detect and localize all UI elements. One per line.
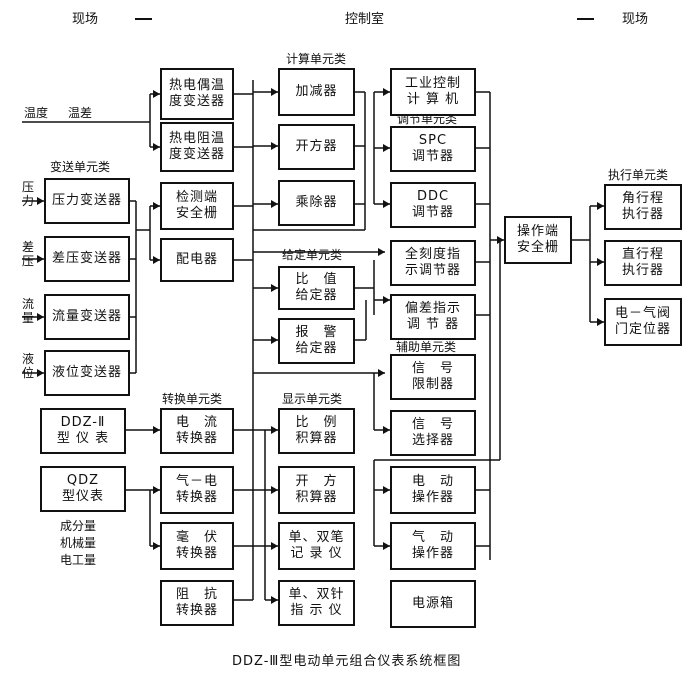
muldiv-box: 乘除器 — [278, 180, 355, 226]
power-supply-box: 电源箱 — [390, 580, 476, 628]
pneumatic-electric-converter-box: 气－电 转换器 — [160, 466, 234, 514]
ratio-setter-box: 比 值 给定器 — [278, 266, 355, 310]
signal-selector-box: 信 号 选择器 — [390, 410, 476, 456]
electric-operator-box: 电 动 操作器 — [390, 466, 476, 514]
diagram-caption: DDZ-Ⅲ型电动单元组合仪表系统框图 — [232, 654, 462, 669]
thermocouple-transmitter-box: 热电偶温 度变送器 — [160, 68, 234, 120]
category-actuator: 执行单元类 — [608, 168, 669, 182]
dp-transmitter-box: 差压变送器 — [44, 236, 130, 282]
input-pressure: 压 力 — [22, 180, 35, 208]
zone-control-room: 控制室 — [345, 12, 385, 27]
flow-transmitter-box: 流量变送器 — [44, 294, 130, 340]
angular-actuator-box: 角行程 执行器 — [604, 184, 682, 230]
qdz-instrument-box: QDZ 型仪表 — [40, 466, 126, 512]
input-temperature-difference: 温差 — [68, 106, 93, 120]
input-level: 液 位 — [22, 352, 35, 380]
input-other-quantities: 成分量 机械量 电工量 — [60, 519, 97, 567]
input-temperature: 温度 — [24, 106, 49, 120]
ep-valve-positioner-box: 电－气阀 门定位器 — [604, 298, 682, 346]
ipc-box: 工业控制 计 算 机 — [390, 68, 476, 116]
category-auxiliary: 辅助单元类 — [396, 340, 457, 354]
current-converter-box: 电 流 转换器 — [160, 408, 234, 454]
ddz2-instrument-box: DDZ-Ⅱ 型 仪 表 — [40, 408, 126, 454]
adder-box: 加减器 — [278, 68, 355, 116]
category-display: 显示单元类 — [282, 392, 343, 406]
sqrt-integrator-box: 开 方 积算器 — [278, 466, 355, 514]
distributor-box: 配电器 — [160, 238, 234, 282]
pneumatic-operator-box: 气 动 操作器 — [390, 522, 476, 570]
spc-regulator-box: SPC 调节器 — [390, 126, 476, 172]
sqrt-box: 开方器 — [278, 124, 355, 170]
ddc-regulator-box: DDC 调节器 — [390, 182, 476, 228]
rtd-transmitter-box: 热电阻温 度变送器 — [160, 122, 234, 172]
operation-barrier-box: 操作端 安全栅 — [504, 216, 572, 264]
recorder-box: 单、双笔 记 录 仪 — [278, 522, 355, 570]
proportional-integrator-box: 比 例 积算器 — [278, 408, 355, 454]
impedance-converter-box: 阻 抗 转换器 — [160, 580, 234, 626]
category-transmitter: 变送单元类 — [50, 160, 111, 174]
zone-field-left: 现场 — [72, 12, 99, 27]
category-converter: 转换单元类 — [162, 392, 223, 406]
detection-barrier-box: 检测端 安全栅 — [160, 182, 234, 230]
deviation-regulator-box: 偏差指示 调 节 器 — [390, 294, 476, 340]
category-calculation: 计算单元类 — [286, 52, 347, 66]
indicator-box: 单、双针 指 示 仪 — [278, 580, 355, 626]
linear-actuator-box: 直行程 执行器 — [604, 240, 682, 286]
category-setpoint: 给定单元类 — [282, 248, 343, 262]
input-flow: 流 量 — [22, 297, 35, 325]
millivolt-converter-box: 毫 伏 转换器 — [160, 522, 234, 570]
level-transmitter-box: 液位变送器 — [44, 350, 130, 396]
signal-limiter-box: 信 号 限制器 — [390, 354, 476, 400]
zone-field-right: 现场 — [622, 12, 649, 27]
full-scale-regulator-box: 全刻度指 示调节器 — [390, 240, 476, 286]
pressure-transmitter-box: 压力变送器 — [44, 178, 130, 224]
input-differential-pressure: 差 压 — [22, 240, 35, 268]
alarm-setter-box: 报 警 给定器 — [278, 318, 355, 364]
